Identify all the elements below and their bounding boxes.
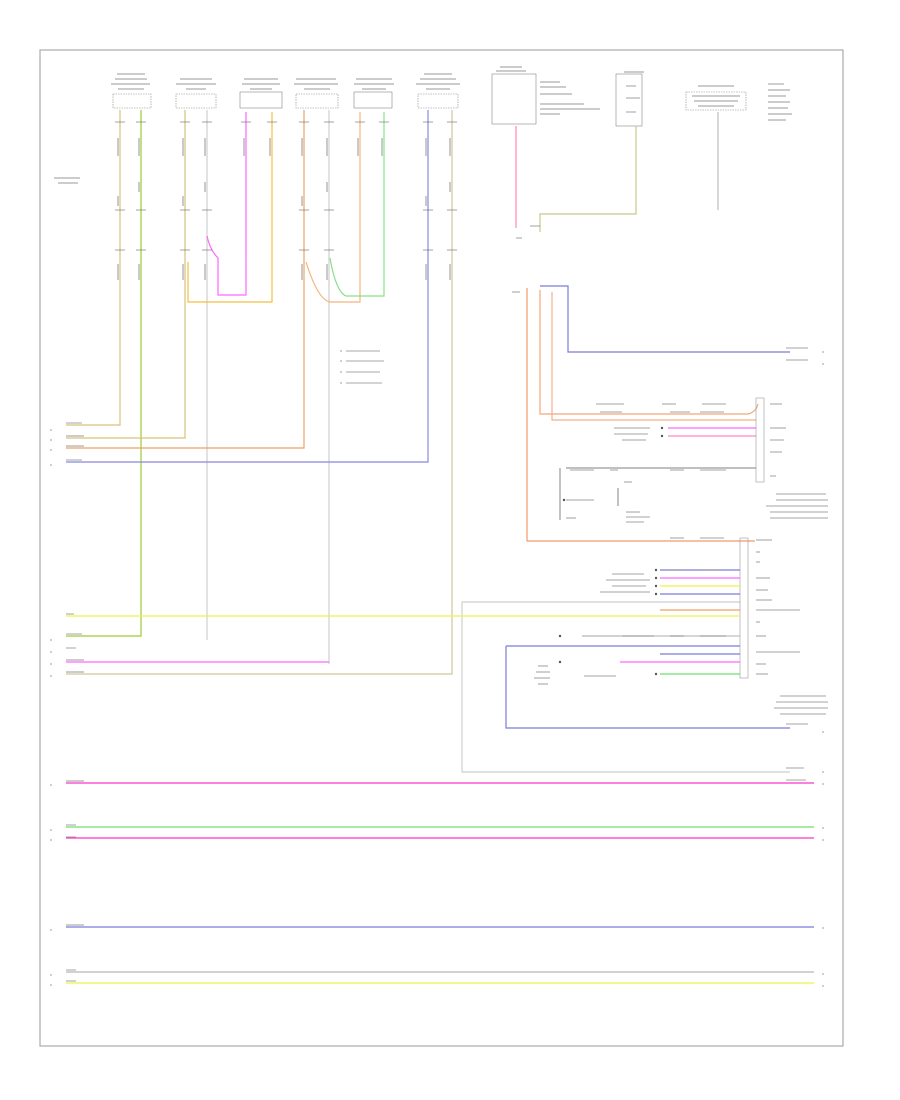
module-connector-upper bbox=[755, 397, 765, 483]
wire-khaki-antenna bbox=[539, 126, 637, 232]
wire-violet-1 bbox=[66, 110, 429, 463]
wire-violet-loop bbox=[505, 645, 790, 729]
wire-salmon-branch bbox=[539, 290, 759, 415]
component-box-radio-connector bbox=[491, 73, 537, 125]
wire-lime-1 bbox=[66, 110, 142, 637]
right-side-wires bbox=[461, 112, 790, 773]
component-caption-strokes bbox=[111, 66, 792, 121]
right-label-strokes bbox=[512, 225, 828, 781]
right-module-box bbox=[739, 397, 765, 679]
wire-tan-1 bbox=[66, 110, 121, 426]
wire-tan-2 bbox=[66, 110, 186, 439]
wire-orange-1 bbox=[66, 110, 305, 449]
wire-orange-branch bbox=[551, 292, 756, 421]
connector-dots bbox=[558, 426, 664, 676]
component-boxes bbox=[112, 73, 747, 127]
diagram-frame bbox=[39, 49, 844, 1047]
component-box-left-rear-speaker bbox=[239, 91, 283, 109]
component-box-right-tweeter bbox=[417, 93, 459, 109]
right-pin-ticks bbox=[822, 351, 824, 987]
wire-code-strokes bbox=[117, 138, 451, 280]
wire-gray-long bbox=[461, 601, 790, 773]
component-box-left-front-speaker bbox=[175, 93, 217, 109]
wire-salmon-trunk bbox=[526, 288, 755, 542]
left-edge-labels bbox=[54, 177, 84, 982]
wire-khaki-1 bbox=[66, 110, 453, 675]
legend-strokes bbox=[340, 350, 384, 384]
left-pin-ticks bbox=[50, 429, 52, 986]
module-connector-lower bbox=[739, 537, 749, 679]
component-box-left-tweeter bbox=[112, 93, 152, 109]
wire-yellow-1 bbox=[187, 112, 273, 303]
component-box-right-rear-speaker bbox=[353, 91, 393, 109]
left-speaker-wires bbox=[66, 110, 453, 675]
component-box-antenna-module bbox=[615, 73, 643, 127]
long-horizontal-wires bbox=[66, 615, 814, 984]
wire-orange-2 bbox=[305, 112, 361, 303]
component-box-right-front-speaker bbox=[295, 93, 339, 109]
connector-ticks bbox=[115, 121, 457, 251]
wire-pink-1 bbox=[206, 112, 247, 296]
component-box-amplifier bbox=[685, 91, 747, 111]
wire-violet-right bbox=[540, 285, 790, 353]
wire-green-1 bbox=[329, 112, 385, 297]
